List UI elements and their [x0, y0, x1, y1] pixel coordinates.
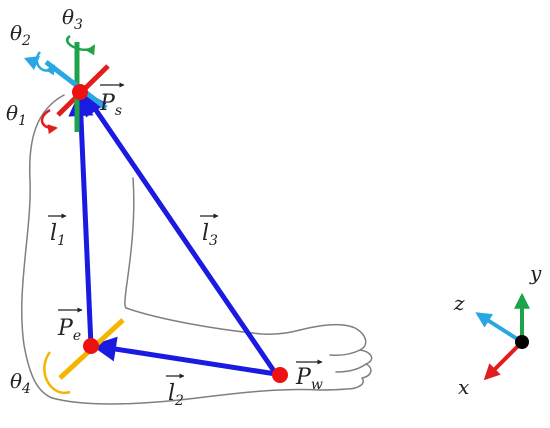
frame-x-axis	[483, 340, 524, 381]
l2-label: l2	[166, 373, 185, 409]
wrist-crease	[329, 349, 361, 356]
l3-label: l3	[200, 213, 219, 249]
theta1-label: θ1	[6, 101, 27, 129]
upper-arm-outer-contour	[21, 94, 65, 399]
shoulder-z-axis-arrowhead	[24, 56, 40, 70]
svg-text:Pe: Pe	[57, 316, 81, 344]
shoulder-z-axis	[44, 60, 108, 110]
forearm-top-contour	[125, 307, 301, 335]
theta2-label: θ2	[10, 21, 31, 49]
Ps-label: Ps	[99, 82, 125, 119]
finger-crease	[335, 363, 367, 373]
wrist-joint-point	[272, 367, 288, 383]
theta3-label: θ3	[62, 5, 83, 33]
coordinate-frame: y z x	[453, 261, 542, 399]
inner-arm-contour	[124, 177, 135, 309]
frame-z-label: z	[453, 291, 465, 315]
frame-y-label: y	[529, 261, 542, 285]
svg-text:l1: l1	[50, 221, 66, 249]
theta3-rotation-icon	[66, 34, 96, 56]
theta4-rotation-icon	[43, 351, 71, 395]
theta2-rotation-icon	[35, 51, 56, 76]
labels: θ3 θ2 θ1 θ4 Ps Pe Pw l1 l3 l2	[6, 5, 323, 409]
vector-l1	[68, 91, 94, 347]
Pw-label: Pw	[295, 359, 323, 393]
frame-x-label: x	[458, 375, 469, 399]
elbow-joint-point	[83, 338, 99, 354]
svg-text:l2: l2	[168, 381, 184, 409]
Pe-label: Pe	[57, 307, 83, 344]
arm-outline	[21, 94, 373, 405]
forearm-bottom-contour	[51, 388, 321, 405]
svg-text:Pw: Pw	[295, 365, 323, 393]
shoulder-joint-point	[72, 84, 88, 100]
vector-l2	[91, 336, 277, 377]
frame-z-axis	[475, 312, 524, 344]
svg-text:Ps: Ps	[99, 91, 122, 119]
frame-origin	[515, 335, 529, 349]
l1-label: l1	[48, 213, 67, 249]
vector-l3	[82, 89, 279, 376]
elbow-joint	[43, 318, 125, 395]
shoulder-joint	[24, 34, 110, 135]
theta4-label: θ4	[10, 369, 31, 397]
svg-text:l3: l3	[202, 221, 218, 249]
theta1-rotation-icon	[40, 108, 58, 135]
vectors	[68, 89, 279, 377]
